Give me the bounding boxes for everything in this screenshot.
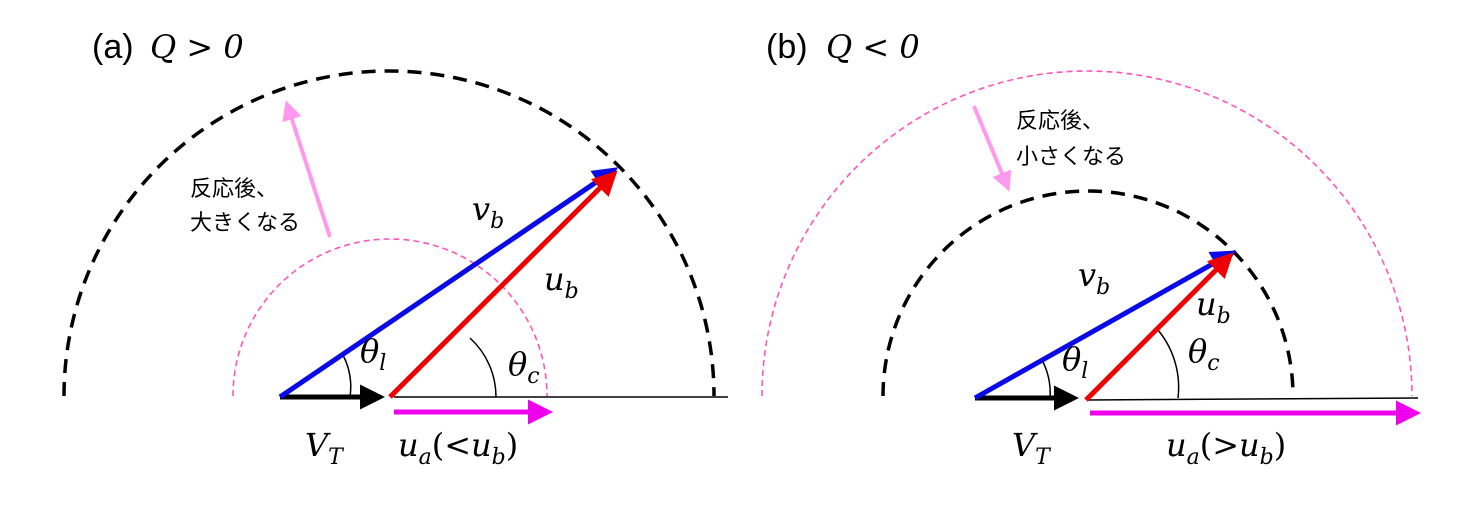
panel-a-theta-c-label: θc xyxy=(508,345,540,389)
panel-b-vb-arrow xyxy=(973,250,1237,401)
panel-a-ua-label: ua(<ub) xyxy=(398,426,518,470)
panel-a-vb-arrow xyxy=(278,167,619,400)
panel-a-theta-l-arc xyxy=(342,354,352,398)
panel-b: (b) Q < 0 反応後、 小さくなる vb ub θl xyxy=(761,28,1421,470)
panel-b-vt-label: VT xyxy=(1012,426,1052,470)
panel-b-small-dashed-circle xyxy=(881,189,1295,397)
panel-a-annotation-line2: 大きくなる xyxy=(190,211,300,236)
panel-a-theta-l-label: θl xyxy=(360,332,386,376)
panel-b-ub-arrow xyxy=(1084,252,1234,402)
panel-a: (a) Q > 0 反応後、 大きくなる vb ub θl xyxy=(62,28,728,470)
panel-b-ub-label: ub xyxy=(1196,285,1231,329)
panel-a-ub-arrow xyxy=(388,170,618,399)
panel-a-growth-arrow xyxy=(282,100,332,238)
panel-b-label: (b) xyxy=(766,28,808,66)
panel-a-theta-c-arc xyxy=(469,337,497,398)
panel-b-theta-c-label: θc xyxy=(1188,332,1220,376)
panel-a-label: (a) xyxy=(92,28,134,66)
panel-b-vb-label: vb xyxy=(1078,256,1110,300)
panel-a-condition: Q > 0 xyxy=(150,28,244,66)
panel-b-ua-label: ua(>ub) xyxy=(1166,426,1286,470)
panel-a-vb-label: vb xyxy=(472,190,504,234)
panel-b-theta-l-arc xyxy=(1042,361,1051,399)
panel-a-large-dashed-circle xyxy=(62,69,716,397)
panel-b-axis-line xyxy=(1087,397,1419,401)
panel-b-theta-c-arc xyxy=(1157,329,1180,399)
panel-b-condition: Q < 0 xyxy=(826,28,920,66)
panel-b-theta-l-label: θl xyxy=(1062,340,1088,384)
panel-b-annotation-line2: 小さくなる xyxy=(1016,145,1126,170)
panel-b-shrink-arrow xyxy=(972,105,1012,192)
panel-b-large-pink-circle xyxy=(761,70,1413,397)
panel-b-annotation-line1: 反応後、 xyxy=(1016,109,1104,134)
panel-a-annotation-line1: 反応後、 xyxy=(190,177,278,202)
panel-a-ub-label: ub xyxy=(544,260,579,304)
panel-a-vt-label: VT xyxy=(305,426,345,470)
panel-a-small-pink-circle xyxy=(232,238,548,397)
